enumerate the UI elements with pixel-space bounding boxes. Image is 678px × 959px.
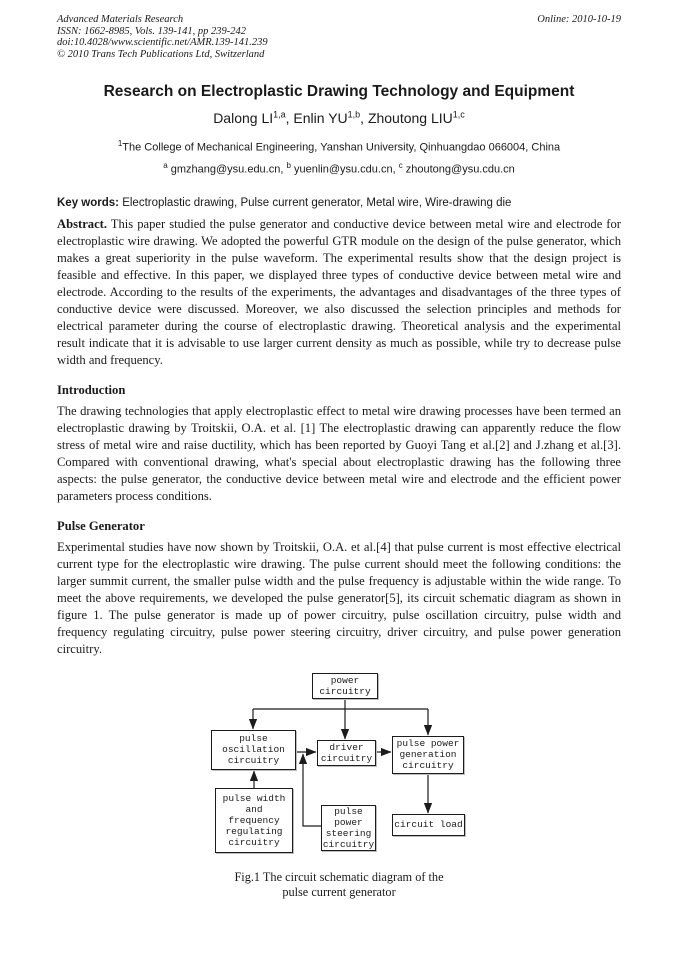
email-1: gmzhang@ysu.edu.cn,	[167, 163, 287, 176]
diagram-box-driver-circuitry: driver circuitry	[317, 739, 376, 766]
abstract-label: Abstract.	[57, 216, 108, 231]
abstract-paragraph: Abstract. This paper studied the pulse g…	[57, 216, 621, 369]
email-1-superscript: a	[163, 161, 168, 171]
diagram-connectors	[248, 698, 433, 827]
email-3-superscript: c	[398, 161, 403, 171]
author-1-superscript: 1,a	[273, 109, 286, 119]
diagram-box-pulse-power-generation-circuitry: pulse power generation circuitry	[392, 735, 464, 774]
email-2: yuenlin@ysu.cdu.cn,	[290, 163, 399, 176]
keywords-line: Key words: Electroplastic drawing, Pulse…	[57, 196, 621, 210]
authors-line: Dalong LI1,a, Enlin YU1,b, Zhoutong LIU1…	[57, 105, 621, 127]
paper-title: Research on Electroplastic Drawing Techn…	[103, 83, 575, 100]
author-2-superscript: 1,b	[347, 109, 361, 119]
figure-1-diagram: power circuitry pulse oscillation circui…	[169, 666, 509, 861]
figure-caption-line2: pulse current generator	[282, 884, 396, 899]
pulse-generator-paragraph: Experimental studies have now shown by T…	[57, 539, 621, 656]
author-1: Dalong LI1,a,	[213, 109, 294, 126]
affiliation-superscript: 1	[117, 138, 123, 148]
copyright-line: © 2010 Trans Tech Publications Ltd, Swit…	[57, 48, 265, 60]
emails-line: a gmzhang@ysu.edu.cn, b yuenlin@ysu.cdu.…	[57, 159, 621, 177]
email-3: zhoutong@ysu.cdu.cn	[402, 163, 515, 176]
diagram-box-circuit-load: circuit load	[392, 813, 465, 836]
diagram-box-pulse-oscillation-circuitry: pulse oscillation circuitry	[211, 729, 296, 770]
section-heading-introduction: Introduction	[57, 382, 126, 397]
diagram-box-pulse-power-steering-circuitry: pulse power steering circuitry	[321, 804, 376, 851]
keywords-text: Electroplastic drawing, Pulse current ge…	[119, 196, 512, 209]
email-2-superscript: b	[286, 161, 291, 171]
diagram-box-pulse-width-frequency-regulating-circuitry: pulse width and frequency regulating cir…	[215, 787, 293, 853]
author-3: Zhoutong LIU1,c	[367, 109, 465, 126]
section-heading-pulse-generator: Pulse Generator	[57, 518, 145, 533]
online-date: Online: 2010-10-19	[537, 14, 621, 25]
figure-caption: Fig.1 The circuit schematic diagram of t…	[57, 870, 621, 900]
page-header: Advanced Materials Research ISSN: 1662-8…	[57, 14, 621, 60]
keywords-label: Key words:	[57, 196, 119, 209]
author-3-superscript: 1,c	[452, 109, 465, 119]
journal-name: Advanced Materials Research	[57, 14, 184, 25]
abstract-text: This paper studied the pulse generator a…	[57, 216, 621, 367]
diagram-box-power-circuitry: power circuitry	[312, 672, 378, 699]
introduction-paragraph: The drawing technologies that apply elec…	[57, 403, 621, 503]
issn-line: ISSN: 1662-8985, Vols. 139-141, pp 239-2…	[57, 25, 246, 37]
author-2: Enlin YU1,b,	[293, 109, 368, 126]
journal-info-block: Advanced Materials Research ISSN: 1662-8…	[57, 14, 268, 60]
affiliation-line: 1The College of Mechanical Engineering, …	[117, 138, 561, 154]
doi-line: doi:10.4028/www.scientific.net/AMR.139-1…	[57, 37, 268, 48]
figure-caption-line1: Fig.1 The circuit schematic diagram of t…	[234, 869, 444, 884]
